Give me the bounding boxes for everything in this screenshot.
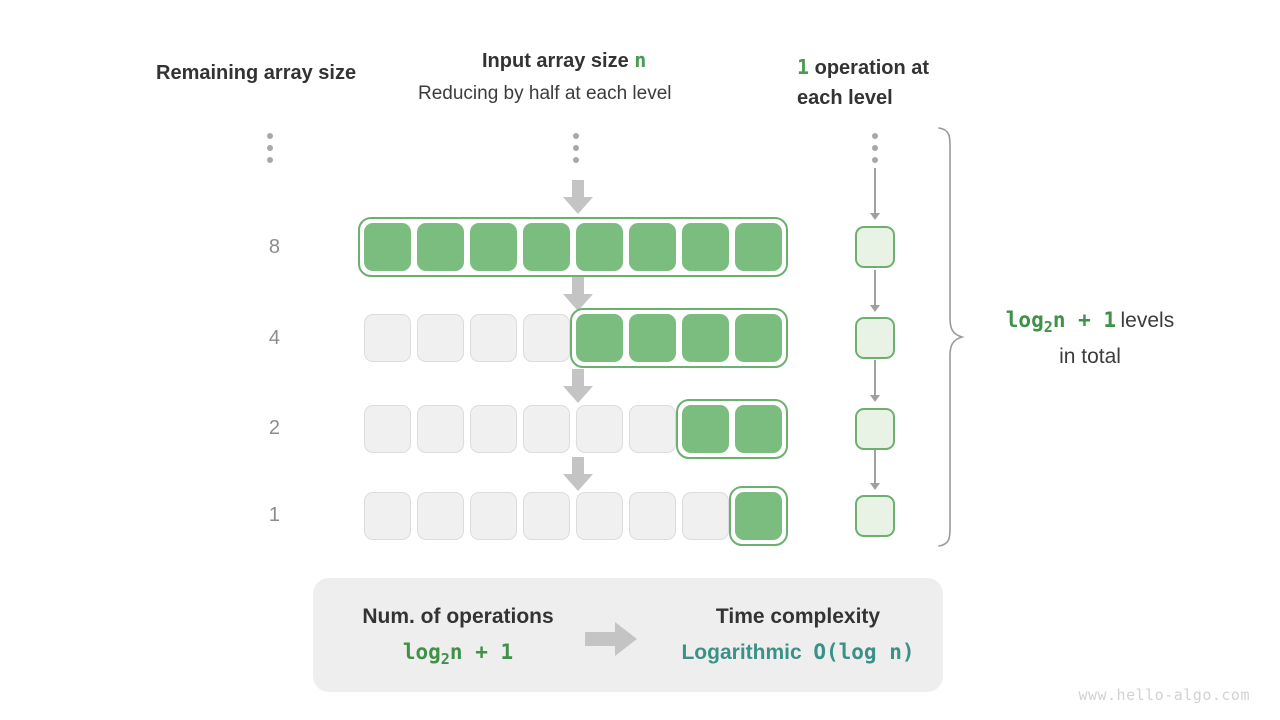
array-cell-active <box>735 492 782 540</box>
array-cell-active <box>364 223 411 271</box>
header-right-line2: each level <box>797 87 893 109</box>
summary-right-title: Time complexity <box>715 605 881 628</box>
header-center-title-text: Input array size <box>482 50 635 72</box>
watermark: www.hello-algo.com <box>1078 686 1250 704</box>
op-connector-2 <box>874 360 876 400</box>
levels-text-line1: levels <box>1120 309 1175 332</box>
array-cell-active <box>735 405 782 453</box>
active-group-outline <box>729 486 788 546</box>
array-cell-active <box>417 223 464 271</box>
header-center-symbol-n: n <box>634 48 647 72</box>
array-cell-active <box>523 223 570 271</box>
active-group-outline <box>570 308 788 368</box>
header-left-label: Remaining array size <box>156 62 357 84</box>
summary-left-title: Num. of operations <box>362 605 554 628</box>
array-cell-active <box>682 223 729 271</box>
array-cell-empty <box>470 492 517 540</box>
row-label-8: 8 <box>268 236 280 258</box>
operation-box-level-2 <box>855 408 895 450</box>
array-cell-active <box>576 314 623 362</box>
array-cell-active <box>735 314 782 362</box>
op-arrowhead-0 <box>870 213 880 220</box>
array-cell-empty <box>576 492 623 540</box>
levels-annotation: log2n + 1 levels in total <box>990 305 1190 374</box>
header-center-title: Input array size n <box>482 48 646 73</box>
ellipsis-center-column <box>573 133 579 163</box>
active-group-outline <box>676 399 788 459</box>
array-cell-active <box>629 314 676 362</box>
row-label-1: 1 <box>268 504 280 526</box>
summary-right-value: Logarithmic O(log n) <box>653 640 943 665</box>
array-cell-empty <box>417 492 464 540</box>
array-cell-empty <box>364 405 411 453</box>
header-right-line1: operation at <box>809 57 930 79</box>
summary-panel: Num. of operations log2n + 1 Time comple… <box>313 578 943 692</box>
array-cell-active <box>682 314 729 362</box>
array-cell-empty <box>523 492 570 540</box>
array-cell-active <box>470 223 517 271</box>
array-cell-active <box>682 405 729 453</box>
array-cell-empty <box>576 405 623 453</box>
op-arrowhead-3 <box>870 483 880 490</box>
array-cell-empty <box>470 314 517 362</box>
header-right-count: 1 <box>797 55 810 79</box>
levels-brace <box>938 127 965 547</box>
operation-box-level-4 <box>855 317 895 359</box>
levels-text-line2: in total <box>1059 345 1121 369</box>
op-arrowhead-2 <box>870 395 880 402</box>
array-cell-empty <box>364 314 411 362</box>
operation-box-level-8 <box>855 226 895 268</box>
array-cell-empty <box>682 492 729 540</box>
summary-left-value: log2n + 1 <box>402 640 514 669</box>
right-arrow-icon <box>585 622 637 656</box>
op-connector-3 <box>874 450 876 488</box>
down-arrow-icon-1 <box>563 180 593 214</box>
op-connector-1 <box>874 270 876 310</box>
array-cell-empty <box>629 405 676 453</box>
down-arrow-icon-2 <box>563 277 593 311</box>
row-label-4: 4 <box>268 327 280 349</box>
row-label-2: 2 <box>268 417 280 439</box>
array-cell-empty <box>523 314 570 362</box>
op-arrowhead-1 <box>870 305 880 312</box>
array-cell-active <box>576 223 623 271</box>
header-center-subtitle: Reducing by half at each level <box>418 83 672 104</box>
summary-right-notation: O(log n) <box>813 640 915 664</box>
ellipsis-left-column <box>267 133 273 163</box>
operation-box-level-1 <box>855 495 895 537</box>
array-cell-empty <box>417 405 464 453</box>
summary-right-word: Logarithmic <box>681 641 802 664</box>
array-cell-empty <box>523 405 570 453</box>
array-cell-active <box>735 223 782 271</box>
down-arrow-icon-4 <box>563 457 593 491</box>
header-right-label: 1 operation at each level <box>797 52 957 113</box>
array-cell-empty <box>470 405 517 453</box>
levels-formula: log2n + 1 <box>1005 308 1117 337</box>
op-connector-0 <box>874 168 876 218</box>
array-cell-empty <box>364 492 411 540</box>
ellipsis-right-column <box>872 133 878 163</box>
array-cell-active <box>629 223 676 271</box>
down-arrow-icon-3 <box>563 369 593 403</box>
array-cell-empty <box>629 492 676 540</box>
active-group-outline <box>358 217 788 277</box>
array-cell-empty <box>417 314 464 362</box>
